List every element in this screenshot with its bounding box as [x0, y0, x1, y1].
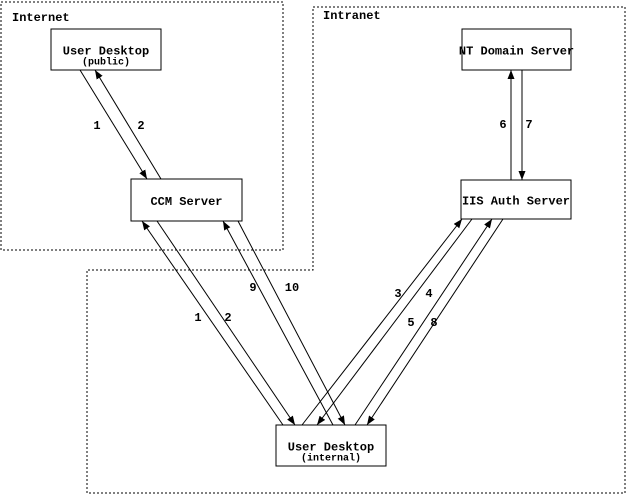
- node-nt-domain-server-box: [461, 28, 572, 71]
- edge-ccm-server-to-user-desktop-internal: [237, 220, 346, 426]
- node-user-desktop-internal-label: User Desktop: [288, 441, 374, 455]
- node-user-desktop-public-label: User Desktop: [63, 45, 149, 59]
- edge-user-desktop-public-to-ccm-server: [79, 69, 148, 180]
- node-user-desktop-internal-sublabel: (internal): [301, 453, 361, 465]
- edge-user-desktop-internal-to-ccm-server: [141, 220, 284, 426]
- edge-label-9: 9: [249, 281, 256, 295]
- node-user-desktop-public-box: [50, 28, 162, 71]
- edge-label-1: 1: [93, 119, 100, 133]
- edge-label-10: 10: [285, 281, 299, 295]
- zone-intranet-outline: [86, 6, 626, 494]
- edge-ccm-server-to-user-desktop-public: [94, 69, 162, 180]
- edge-label-5: 5: [407, 316, 414, 330]
- node-iis-auth-server-label: IIS Auth Server: [462, 195, 570, 209]
- edge-user-desktop-internal-to-iis-auth-server: [301, 218, 463, 426]
- node-user-desktop-internal-box: [275, 424, 387, 467]
- edge-ccm-server-to-user-desktop-internal: [156, 220, 296, 426]
- edge-label-2: 2: [137, 119, 144, 133]
- node-ccm-server-label: CCM Server: [150, 195, 222, 209]
- zone-internet-label: Internet: [12, 11, 70, 25]
- edge-label-1: 1: [194, 311, 201, 325]
- zone-intranet-label: Intranet: [323, 9, 381, 23]
- edge-iis-auth-server-to-user-desktop-internal: [366, 218, 504, 426]
- edge-label-8: 8: [430, 316, 437, 330]
- node-ccm-server-box: [130, 178, 243, 222]
- edge-label-4: 4: [425, 287, 432, 301]
- edge-user-desktop-internal-to-iis-auth-server: [354, 218, 493, 426]
- node-iis-auth-server-box: [460, 179, 572, 220]
- zone-internet-outline: [0, 1, 284, 251]
- edge-label-2: 2: [224, 311, 231, 325]
- node-user-desktop-public-sublabel: (public): [82, 57, 130, 69]
- node-nt-domain-server-label: NT Domain Server: [459, 45, 574, 59]
- edge-label-3: 3: [394, 287, 401, 301]
- edge-label-7: 7: [525, 118, 532, 132]
- edge-user-desktop-internal-to-ccm-server: [222, 220, 334, 426]
- edge-iis-auth-server-to-user-desktop-internal: [316, 218, 473, 426]
- edge-label-6: 6: [499, 118, 506, 132]
